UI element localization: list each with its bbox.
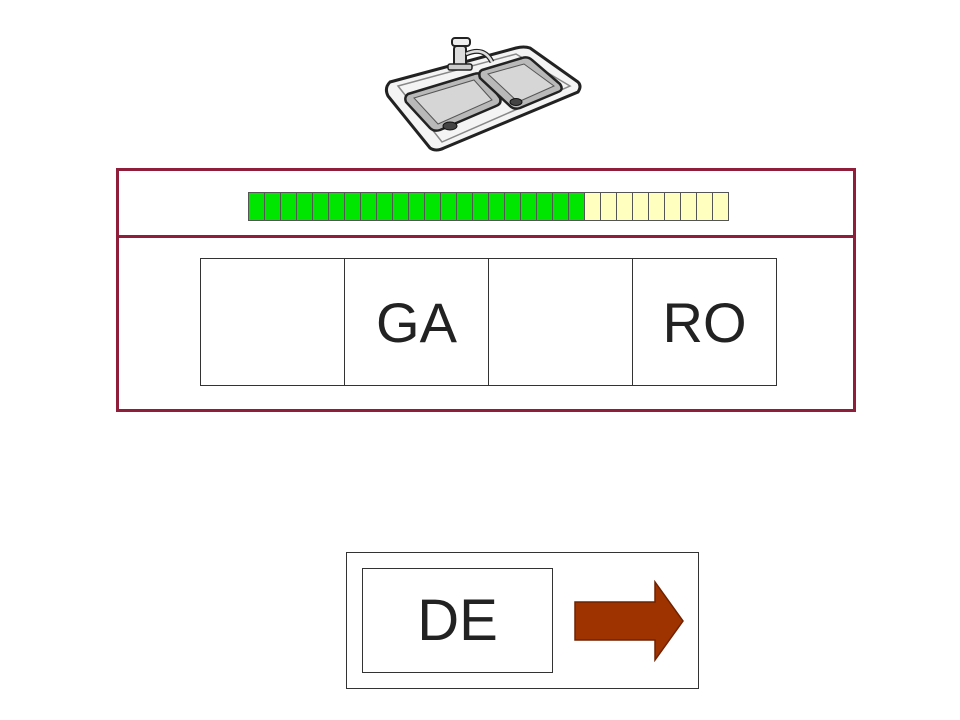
- progress-segment-filled: [344, 192, 361, 221]
- word-slot-4[interactable]: RO: [632, 258, 777, 386]
- progress-segment-empty: [696, 192, 713, 221]
- word-slot-1[interactable]: [200, 258, 345, 386]
- progress-segment-filled: [408, 192, 425, 221]
- progress-segment-filled: [456, 192, 473, 221]
- progress-segment-filled: [360, 192, 377, 221]
- syllable-choice-card[interactable]: DE: [362, 568, 553, 673]
- progress-segment-empty: [632, 192, 649, 221]
- progress-segment-filled: [296, 192, 313, 221]
- progress-segment-filled: [536, 192, 553, 221]
- progress-segment-filled: [472, 192, 489, 221]
- progress-segment-empty: [664, 192, 681, 221]
- progress-segment-filled: [392, 192, 409, 221]
- sink-image-icon: [384, 37, 582, 152]
- progress-segment-filled: [504, 192, 521, 221]
- progress-segment-filled: [568, 192, 585, 221]
- progress-segment-filled: [424, 192, 441, 221]
- choice-panel: DE: [346, 552, 699, 689]
- progress-segment-empty: [616, 192, 633, 221]
- progress-segment-filled: [520, 192, 537, 221]
- progress-segment-empty: [584, 192, 601, 221]
- progress-segment-empty: [712, 192, 729, 221]
- progress-row: [119, 171, 853, 238]
- progress-segment-empty: [680, 192, 697, 221]
- progress-segment-empty: [600, 192, 617, 221]
- progress-segment-filled: [328, 192, 345, 221]
- progress-bar: [248, 192, 729, 221]
- progress-segment-filled: [552, 192, 569, 221]
- word-slot-2[interactable]: GA: [344, 258, 489, 386]
- progress-segment-filled: [376, 192, 393, 221]
- progress-segment-filled: [280, 192, 297, 221]
- progress-segment-filled: [440, 192, 457, 221]
- progress-segment-filled: [312, 192, 329, 221]
- progress-segment-empty: [648, 192, 665, 221]
- right-arrow-icon[interactable]: [573, 580, 685, 662]
- word-slot-3[interactable]: [488, 258, 633, 386]
- word-slots: GA RO: [200, 258, 777, 386]
- progress-segment-filled: [264, 192, 281, 221]
- word-game-panel: GA RO: [116, 168, 856, 412]
- progress-segment-filled: [488, 192, 505, 221]
- progress-segment-filled: [248, 192, 265, 221]
